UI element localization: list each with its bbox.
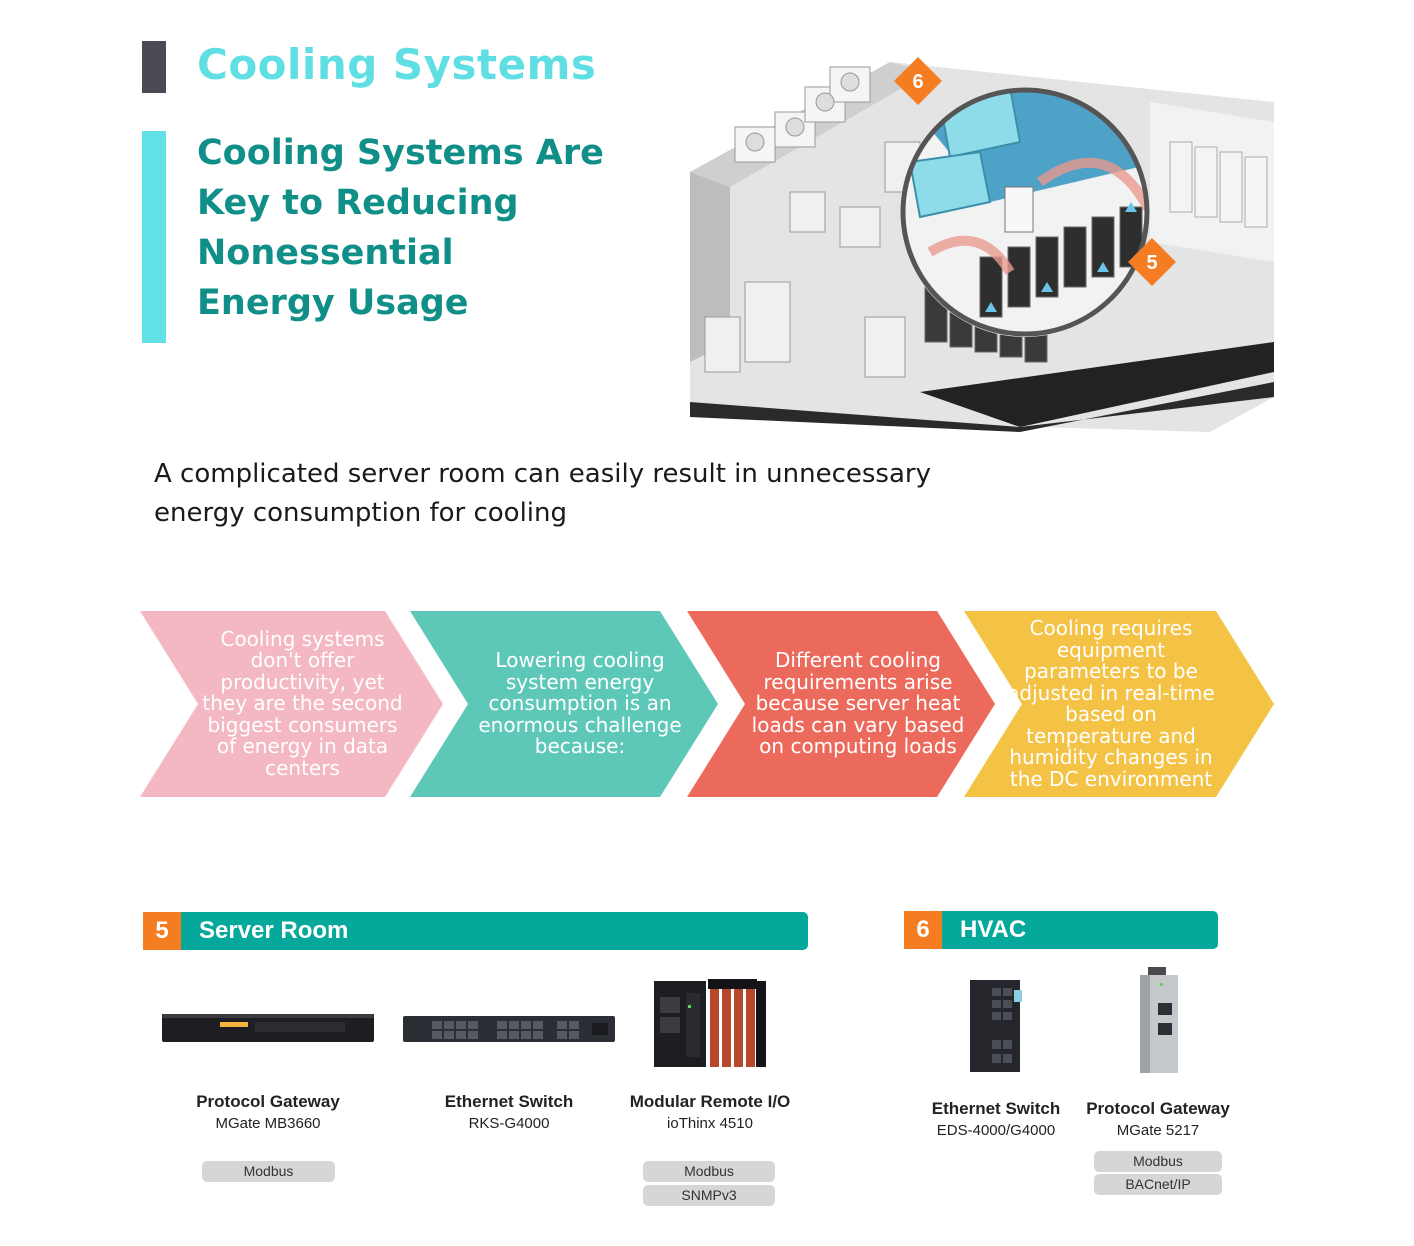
hvac-title: HVAC bbox=[960, 916, 1027, 943]
chevron-1 bbox=[140, 611, 443, 797]
chevron-2 bbox=[410, 611, 718, 797]
product-model: EDS-4000/G4000 bbox=[936, 1122, 1056, 1139]
server-room-title: Server Room bbox=[199, 917, 349, 944]
process-chevrons bbox=[140, 611, 1274, 797]
chevron-2-text: Lowering cooling system energy consumpti… bbox=[478, 648, 682, 759]
protocol-badge: Modbus bbox=[643, 1161, 775, 1182]
subtitle-line: Energy Usage bbox=[197, 283, 469, 323]
data-center-illustration: 6 5 bbox=[690, 57, 1274, 432]
subtitle-line: Key to Reducing bbox=[197, 183, 519, 223]
chevron-4 bbox=[964, 611, 1274, 797]
rooftop-units bbox=[734, 66, 871, 163]
hvac-ethernet-switch-image bbox=[970, 980, 1022, 1072]
intro-text: A complicated server room can easily res… bbox=[154, 459, 931, 528]
ethernet-switch-image bbox=[403, 1016, 615, 1042]
page-subtitle: Cooling Systems Are Key to Reducing None… bbox=[197, 128, 637, 328]
product-name: Protocol Gateway bbox=[196, 1092, 340, 1111]
chevron-4-text: Cooling requires equipment parameters to… bbox=[1007, 616, 1215, 791]
product-name: Ethernet Switch bbox=[931, 1099, 1061, 1118]
product-model: MGate MB3660 bbox=[215, 1115, 321, 1132]
marker-5-label: 5 bbox=[1146, 252, 1157, 274]
protocol-gateway-image bbox=[162, 1014, 374, 1042]
server-room-header: 5 Server Room bbox=[143, 912, 808, 950]
marker-6-icon: 6 bbox=[894, 57, 942, 105]
remote-io-image bbox=[654, 979, 766, 1067]
subtitle-line: Cooling Systems Are bbox=[197, 133, 604, 173]
hvac-header: 6 HVAC bbox=[904, 911, 1218, 949]
product-model: MGate 5217 bbox=[1116, 1122, 1200, 1139]
marker-5-icon: 5 bbox=[1128, 238, 1176, 286]
product-model: RKS-G4000 bbox=[468, 1115, 550, 1132]
subtitle-line: Nonessential bbox=[197, 233, 454, 273]
title-accent-bar bbox=[142, 41, 166, 93]
hvac-protocol-gateway-image bbox=[1140, 967, 1178, 1073]
protocol-badge: BACnet/IP bbox=[1094, 1174, 1222, 1195]
protocol-badge: Modbus bbox=[1094, 1151, 1222, 1172]
product-name: Protocol Gateway bbox=[1086, 1099, 1230, 1118]
protocol-badge: Modbus bbox=[202, 1161, 335, 1182]
product-name: Ethernet Switch bbox=[444, 1092, 574, 1111]
protocol-badge: SNMPv3 bbox=[643, 1185, 775, 1206]
page-title: Cooling Systems bbox=[197, 40, 597, 89]
product-name: Modular Remote I/O bbox=[629, 1092, 791, 1111]
chevron-3 bbox=[687, 611, 995, 797]
chevron-3-text: Different cooling requirements arise bec… bbox=[751, 648, 965, 759]
subtitle-accent-bar bbox=[142, 131, 166, 343]
hvac-number: 6 bbox=[904, 911, 942, 949]
server-room-number: 5 bbox=[143, 912, 181, 950]
product-model: ioThinx 4510 bbox=[667, 1115, 753, 1132]
marker-6-label: 6 bbox=[912, 71, 923, 93]
chevron-1-text: Cooling systems don't offer productivity… bbox=[202, 626, 403, 780]
